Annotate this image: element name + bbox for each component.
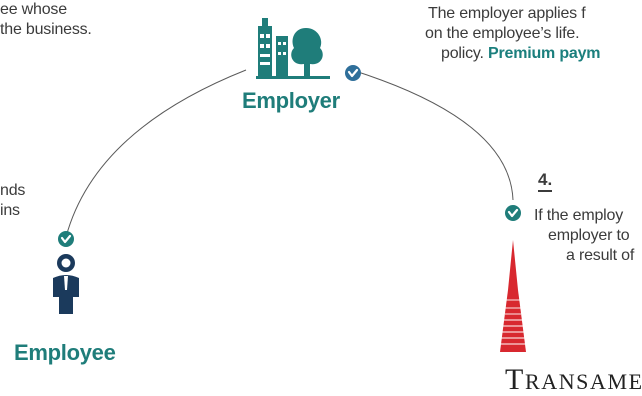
pyramid-icon (500, 240, 526, 352)
left-description-line-2: the business. (0, 21, 92, 38)
chevron-down-circle-icon (58, 231, 74, 247)
logo-first-letter: T (505, 363, 525, 396)
chevron-down-circle-icon (505, 205, 521, 221)
right-description-line-3: policy. Premium paym (441, 44, 601, 64)
left-description-line-1: ee whose (0, 1, 67, 18)
person-icon (53, 254, 79, 314)
employer-label: Employer (242, 88, 340, 113)
employee-label: Employee (14, 340, 116, 365)
premium-payment-highlight: Premium paym (488, 45, 601, 62)
step-description-line-2: employer to (548, 227, 630, 244)
transamerica-logo: TRANSAMERICA® (505, 363, 642, 396)
right-description-line-2: on the employee’s life. (425, 25, 580, 42)
step-number: 4. (538, 170, 553, 192)
right-description-line-3-plain: policy. (441, 45, 489, 62)
arc-employer-to-insurer (351, 69, 514, 201)
mid-description-line-1: nds (0, 182, 26, 199)
step-description-line-1: If the employ (534, 207, 624, 224)
step-description-line-3: a result of (566, 247, 635, 264)
right-description-line-1: The employer applies f (428, 5, 586, 22)
mid-description-line-2: ins (0, 202, 20, 219)
arc-employer-to-employee (65, 69, 247, 238)
logo-wordmark: RANSAMERICA (524, 369, 642, 394)
building-tree-icon (256, 18, 330, 79)
chevron-down-circle-icon (345, 65, 361, 81)
